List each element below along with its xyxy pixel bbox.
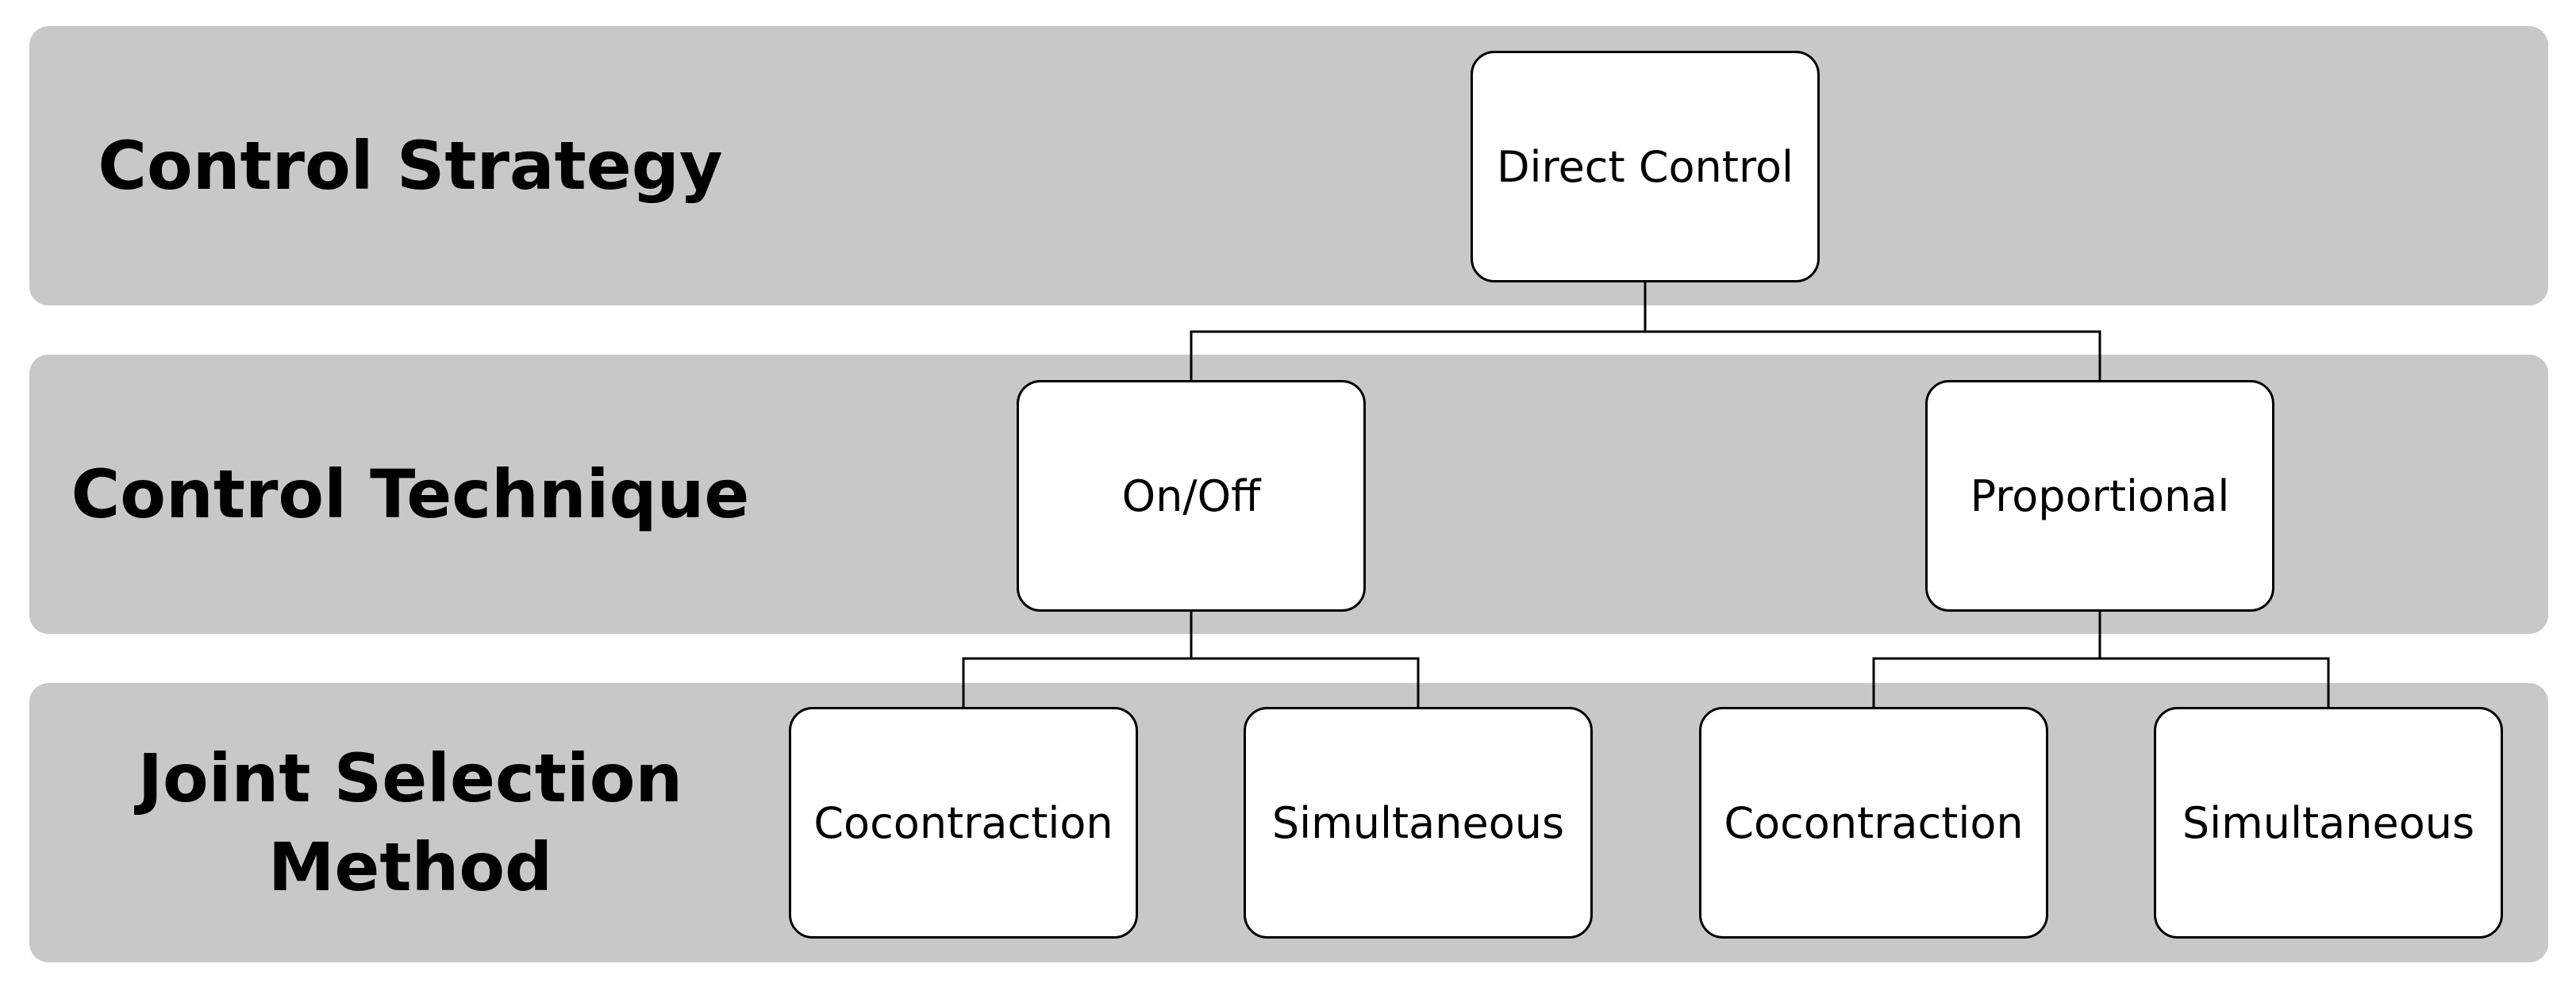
node-on-off: On/Off [1017, 380, 1366, 612]
node-simultaneous-proportional: Simultaneous [2154, 707, 2503, 939]
level-label-joint-selection-method: Joint Selection Method [137, 739, 683, 906]
band-control-strategy [29, 26, 2548, 305]
node-direct-control: Direct Control [1471, 51, 1820, 282]
node-cocontraction-on-off: Cocontraction [789, 707, 1138, 939]
level-label-control-technique: Control Technique [71, 455, 750, 533]
node-cocontraction-proportional: Cocontraction [1699, 707, 2048, 939]
node-simultaneous-on-off: Simultaneous [1244, 707, 1593, 939]
level-label-control-strategy: Control Strategy [98, 127, 723, 205]
node-proportional: Proportional [1925, 380, 2274, 612]
